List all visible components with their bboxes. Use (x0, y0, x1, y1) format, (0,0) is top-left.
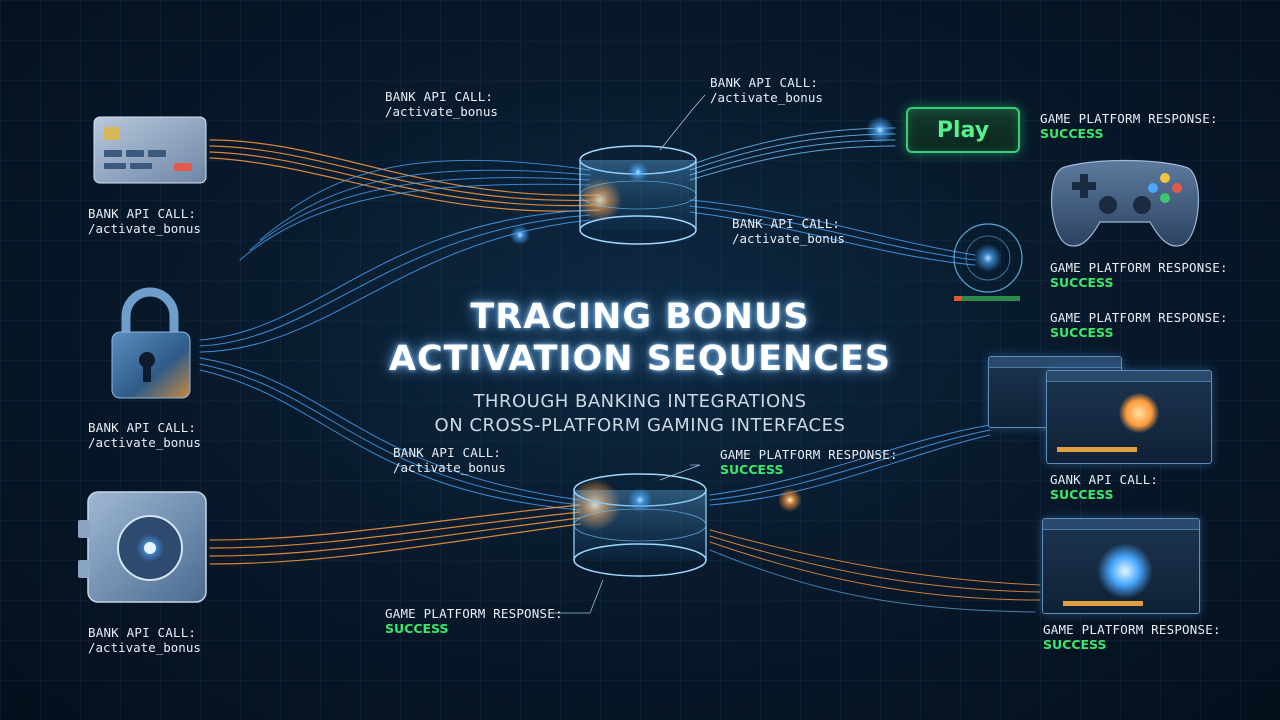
subtitle-line2: ON CROSS-PLATFORM GAMING INTERFACES (434, 415, 846, 436)
label-endpoint: /activate_bonus (88, 640, 201, 655)
game-response-label: GAME PLATFORM RESPONSE: SUCCESS (1050, 310, 1228, 340)
bank-api-label: BANK API CALL: /activate_bonus (88, 420, 201, 450)
dashboard-panel-icon (1046, 370, 1212, 464)
label-status: SUCCESS (1050, 275, 1114, 290)
label-status: SUCCESS (1043, 637, 1107, 652)
label-heading: GAME PLATFORM RESPONSE: (1050, 260, 1228, 275)
bank-api-label: BANK API CALL: /activate_bonus (88, 625, 201, 655)
bank-api-label: BANK API CALL: /activate_bonus (710, 75, 823, 105)
data-streams (199, 127, 1041, 613)
label-heading: GAME PLATFORM RESPONSE: (1040, 111, 1218, 126)
credit-card-icon (93, 116, 207, 184)
hub-node-icon (573, 473, 707, 577)
label-heading: BANK API CALL: (88, 420, 197, 435)
label-heading: BANK API CALL: (385, 89, 494, 104)
label-heading: BANK API CALL: (732, 216, 841, 231)
label-heading: GAME PLATFORM RESPONSE: (1050, 310, 1228, 325)
play-button[interactable]: Play (906, 107, 1020, 153)
dashboard-panel-icon (1042, 518, 1200, 614)
page-title-line1: TRACING BONUS (470, 297, 810, 337)
hub-node-icon (953, 223, 1023, 301)
label-heading: GAME PLATFORM RESPONSE: (720, 447, 898, 462)
bank-api-label: BANK API CALL: /activate_bonus (393, 445, 506, 475)
label-heading: GANK API CALL: (1050, 472, 1159, 487)
label-status: SUCCESS (385, 621, 449, 636)
label-endpoint: /activate_bonus (732, 231, 845, 246)
label-status: SUCCESS (1050, 487, 1114, 502)
subtitle-line1: THROUGH BANKING INTEGRATIONS (473, 391, 807, 412)
label-heading: BANK API CALL: (88, 625, 197, 640)
vault-icon (78, 491, 207, 603)
label-heading: GAME PLATFORM RESPONSE: (1043, 622, 1221, 637)
game-controller-icon (1050, 159, 1200, 247)
bank-api-label: BANK API CALL: /activate_bonus (732, 216, 845, 246)
label-leaders (550, 94, 706, 614)
label-heading: BANK API CALL: (88, 206, 197, 221)
label-endpoint: /activate_bonus (88, 435, 201, 450)
game-response-label: GAME PLATFORM RESPONSE: SUCCESS (1050, 260, 1228, 290)
label-endpoint: /activate_bonus (88, 221, 201, 236)
page-title-line2: ACTIVATION SEQUENCES (388, 339, 892, 379)
label-heading: GAME PLATFORM RESPONSE: (385, 606, 563, 621)
label-endpoint: /activate_bonus (393, 460, 506, 475)
label-endpoint: /activate_bonus (710, 90, 823, 105)
label-heading: BANK API CALL: (393, 445, 502, 460)
game-response-label: GAME PLATFORM RESPONSE: SUCCESS (1040, 111, 1218, 141)
label-heading: BANK API CALL: (710, 75, 819, 90)
bank-api-label: BANK API CALL: /activate_bonus (385, 89, 498, 119)
subtitle-block: THROUGH BANKING INTEGRATIONS ON CROSS-PL… (340, 390, 940, 438)
hub-node-icon (579, 145, 697, 245)
title-block: TRACING BONUS ACTIVATION SEQUENCES THROU… (340, 296, 940, 438)
padlock-icon (111, 287, 191, 399)
bank-api-label: BANK API CALL: /activate_bonus (88, 206, 201, 236)
bank-api-label: GANK API CALL: SUCCESS (1050, 472, 1158, 502)
label-status: SUCCESS (1040, 126, 1104, 141)
label-status: SUCCESS (1050, 325, 1114, 340)
label-endpoint: /activate_bonus (385, 104, 498, 119)
game-response-label: GAME PLATFORM RESPONSE: SUCCESS (1043, 622, 1221, 652)
game-response-label: GAME PLATFORM RESPONSE: SUCCESS (385, 606, 563, 636)
game-response-label: GAME PLATFORM RESPONSE: SUCCESS (720, 447, 898, 477)
label-status: SUCCESS (720, 462, 784, 477)
